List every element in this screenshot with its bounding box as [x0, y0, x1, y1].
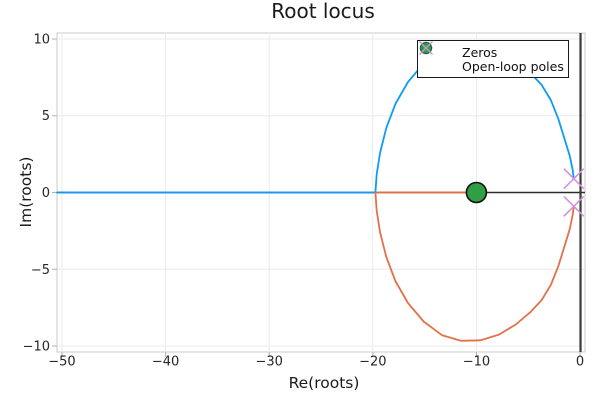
x-tick-label: 0 [576, 355, 584, 370]
legend: Zeros Open-loop poles [417, 40, 569, 78]
x-axis-label: Re(roots) [289, 374, 360, 392]
y-tick-label: −10 [23, 340, 50, 355]
y-axis-label: Im(roots) [17, 157, 35, 228]
chart-title: Root locus [271, 0, 375, 23]
legend-row-poles: Open-loop poles [418, 41, 568, 74]
legend-row-zeros: Zeros [418, 41, 568, 60]
x-tick-label: −10 [463, 355, 490, 370]
y-tick-label: 5 [42, 109, 50, 124]
legend-label-poles: Open-loop poles [462, 59, 564, 74]
x-tick-label: −20 [359, 355, 386, 370]
x-tick-label: −30 [255, 355, 282, 370]
legend-label-zeros: Zeros [462, 45, 498, 60]
x-tick-label: −50 [48, 355, 75, 370]
x-tick-label: −40 [152, 355, 179, 370]
y-tick-label: 0 [42, 186, 50, 201]
pole-marker [563, 195, 585, 217]
y-tick-label: 10 [33, 32, 50, 47]
zero-marker [465, 181, 488, 204]
y-tick-label: −5 [31, 263, 50, 278]
pole-marker [563, 168, 585, 190]
locus-branch-lower [374, 191, 575, 342]
